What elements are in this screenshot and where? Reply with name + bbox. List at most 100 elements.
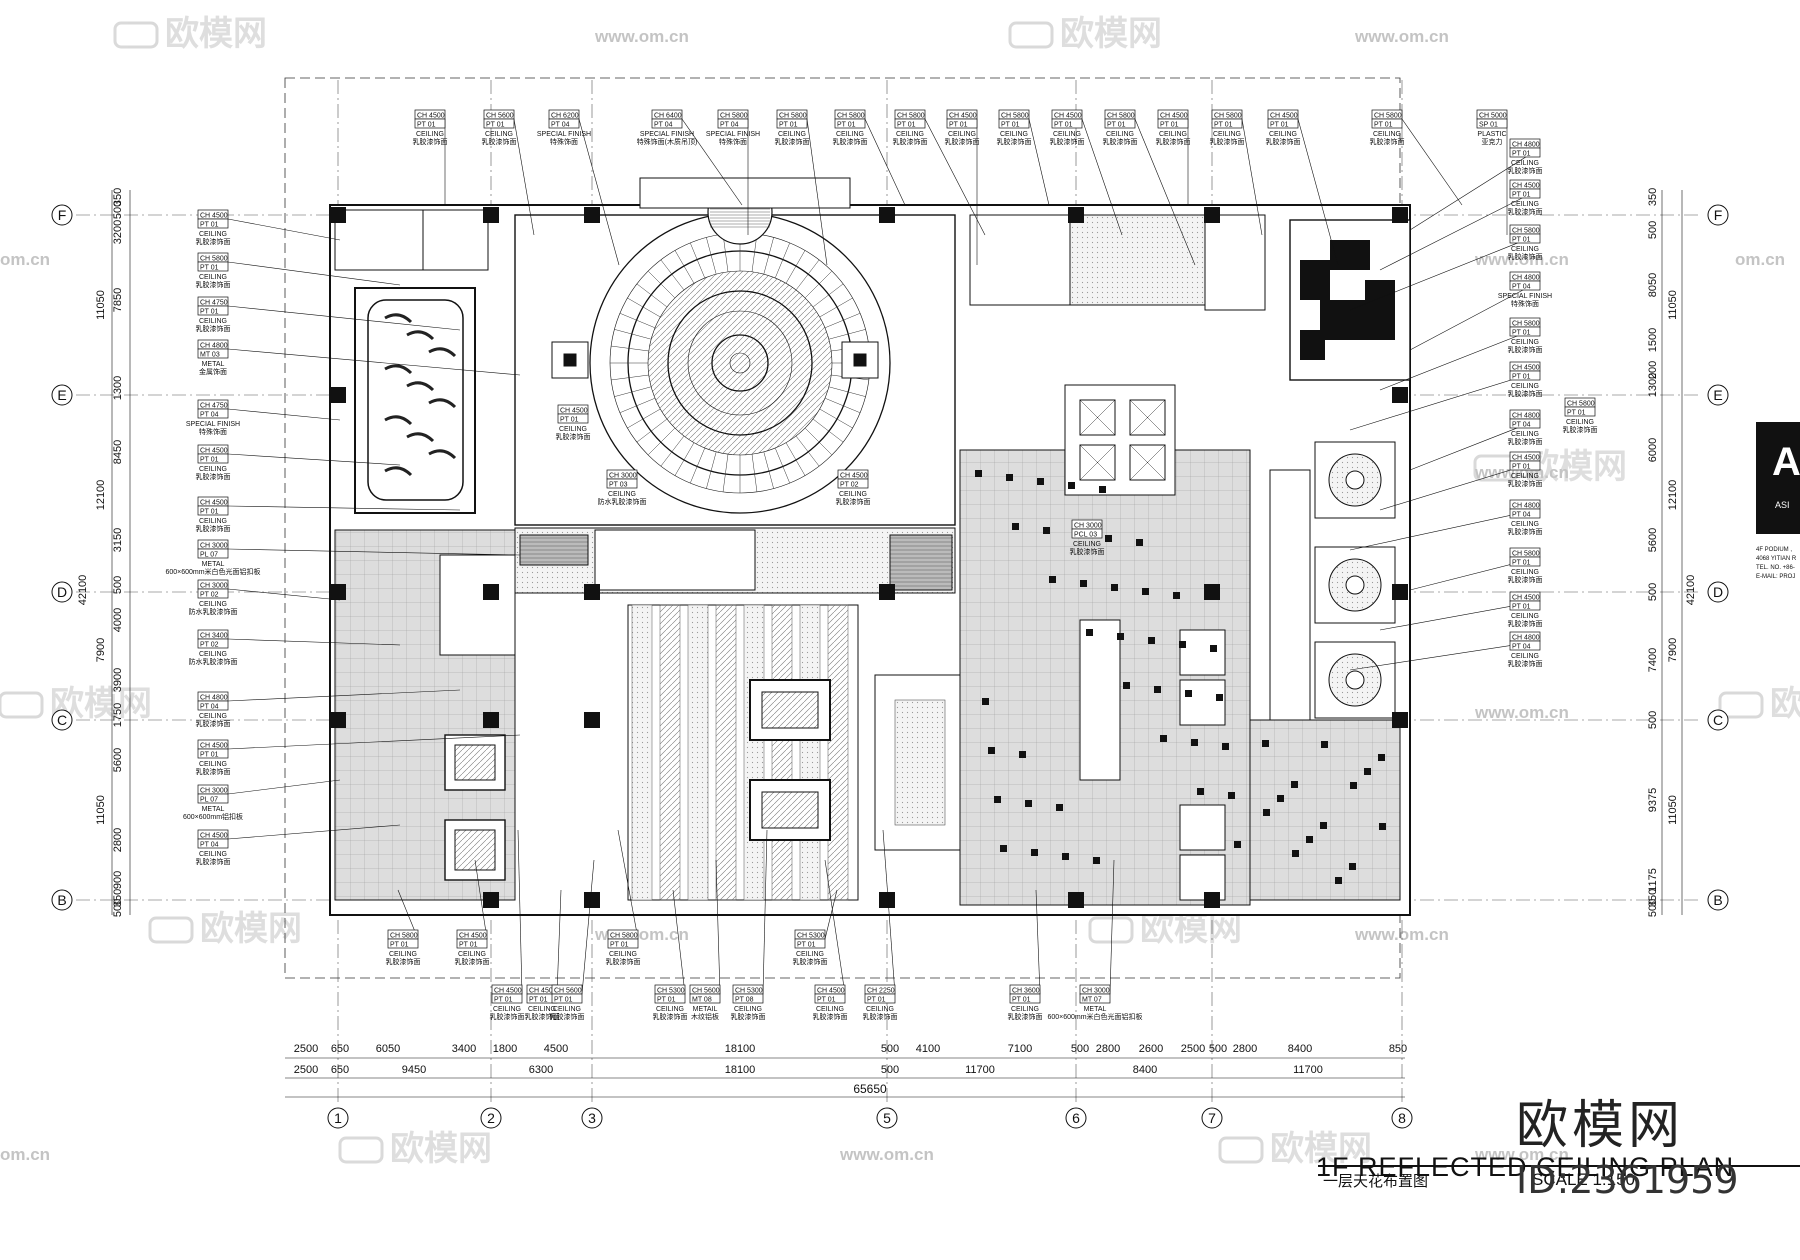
feature-block — [1300, 260, 1330, 300]
tag-finish: CEILING — [1511, 383, 1539, 390]
tag-box — [654, 993, 686, 1004]
dimension-value: 1300 — [112, 376, 124, 400]
tag-finish-cn: 亚克力 — [1482, 137, 1503, 146]
tag-finish-cn: 乳胶漆饰面 — [196, 719, 231, 728]
feature-ceiling-boss — [1345, 575, 1365, 595]
tag-finish: CEILING — [389, 951, 417, 958]
ceiling-downlight — [1321, 741, 1328, 748]
watermark-logo-icon — [1088, 916, 1134, 944]
leader-line — [715, 859, 721, 995]
dimension-value: 500 — [112, 201, 124, 219]
tag-ceiling-height: CH 4500 — [494, 988, 522, 995]
leader-line — [1349, 508, 1541, 551]
dimension-value: 11050 — [1667, 795, 1679, 825]
grid-bubble-row — [1707, 384, 1729, 406]
plan-room — [422, 209, 489, 271]
dimension-value: 8050 — [1647, 273, 1659, 297]
tag-finish-cn: 乳胶漆饰面 — [1508, 207, 1543, 216]
tag-ceiling-height: CH 5800 — [1374, 113, 1402, 120]
tag-finish: CEILING — [199, 651, 227, 658]
dimension-value: 11050 — [95, 795, 107, 825]
structural-column — [1204, 584, 1220, 600]
dimension-value: 500 — [881, 1043, 899, 1055]
tag-material-code: PT 01 — [1012, 997, 1031, 1004]
tag-ceiling-height: CH 4500 — [1160, 113, 1188, 120]
tag-material-code: PT 01 — [200, 509, 219, 516]
dimension-value: 12100 — [95, 480, 107, 511]
leader-line — [882, 829, 896, 995]
grid-label-row: C — [1713, 712, 1723, 728]
tag-finish: CEILING — [553, 1006, 581, 1013]
tag-finish: CEILING — [656, 1006, 684, 1013]
tag-material-code: PT 04 — [1512, 422, 1531, 429]
watermark-text: 欧模网 — [1770, 684, 1800, 724]
tag-material-code: PT 01 — [494, 997, 513, 1004]
tag-material-code: PT 01 — [390, 942, 409, 949]
leader-line — [1349, 233, 1541, 311]
leader-line — [1379, 326, 1541, 391]
tag-box — [197, 700, 229, 711]
tag-finish: CEILING — [1566, 419, 1594, 426]
ceiling-downlight — [1191, 739, 1198, 746]
tag-finish: CEILING — [528, 1006, 556, 1013]
tag-ceiling-height: CH 4800 — [1512, 413, 1540, 420]
structural-column — [879, 207, 895, 223]
tag-finish: CEILING — [866, 1006, 894, 1013]
ceiling-downlight — [1025, 800, 1032, 807]
tag-material-code: PT 01 — [797, 942, 816, 949]
tag-box — [557, 413, 589, 424]
tag-ceiling-height: CH 5800 — [720, 113, 748, 120]
structural-column — [1204, 892, 1220, 908]
lift-car — [1179, 804, 1226, 851]
lift-car — [1179, 629, 1226, 676]
tag-finish-cn: 乳胶漆饰面 — [1508, 659, 1543, 668]
dimension-value: 2500 — [294, 1064, 318, 1076]
dimension-value: 11050 — [1667, 290, 1679, 320]
pool-pattern — [406, 381, 435, 392]
dimension-value: 500 — [1647, 583, 1659, 601]
tag-finish-cn: 乳胶漆饰面 — [1508, 166, 1543, 175]
ceiling-downlight — [1006, 474, 1013, 481]
tag-box — [483, 118, 515, 129]
dimension-value: 8450 — [112, 440, 124, 464]
ceiling-downlight — [1000, 845, 1007, 852]
tag-ceiling-height: CH 4500 — [417, 113, 445, 120]
tag-finish: CEILING — [458, 951, 486, 958]
tag-finish-cn: 乳胶漆饰面 — [196, 857, 231, 866]
rosette-rib — [690, 447, 706, 484]
tag-finish-cn: 乳胶漆饰面 — [653, 1012, 688, 1021]
tag-material-code: PT 04 — [1512, 644, 1531, 651]
tag-material-code: PT 01 — [1214, 122, 1233, 129]
tag-finish-cn: 乳胶漆饰面 — [997, 137, 1032, 146]
tag-box — [837, 478, 869, 489]
plan-room — [1269, 469, 1311, 721]
ceiling-light — [563, 353, 577, 367]
tag-finish-cn: 乳胶漆饰面 — [1050, 137, 1085, 146]
watermark-stamp: 欧模网 — [1718, 684, 1800, 724]
watermark-logo-icon — [113, 21, 159, 49]
ceiling-downlight — [1320, 822, 1327, 829]
tag-ceiling-height: CH 4500 — [1512, 183, 1540, 190]
tag-finish: CEILING — [608, 491, 636, 498]
ceiling-downlight — [1080, 580, 1087, 587]
tag-finish: CEILING — [1511, 201, 1539, 208]
tag-ceiling-height: CH 5800 — [1001, 113, 1029, 120]
tag-box — [414, 118, 446, 129]
tag-finish-cn: 乳胶漆饰面 — [1508, 575, 1543, 584]
tag-material-code: PT 04 — [551, 122, 570, 129]
grid-label-row: D — [57, 584, 67, 600]
grid-label-col: 8 — [1398, 1110, 1406, 1126]
tag-ceiling-height: CH 5300 — [735, 988, 763, 995]
tag-ceiling-height: CH 5300 — [657, 988, 685, 995]
tag-ceiling-height: CH 4750 — [200, 403, 228, 410]
grid-label-col: 2 — [487, 1110, 495, 1126]
tag-box — [894, 118, 926, 129]
tag-ceiling-height: CH 5800 — [837, 113, 865, 120]
watermark-url: om.cn — [1735, 250, 1785, 269]
